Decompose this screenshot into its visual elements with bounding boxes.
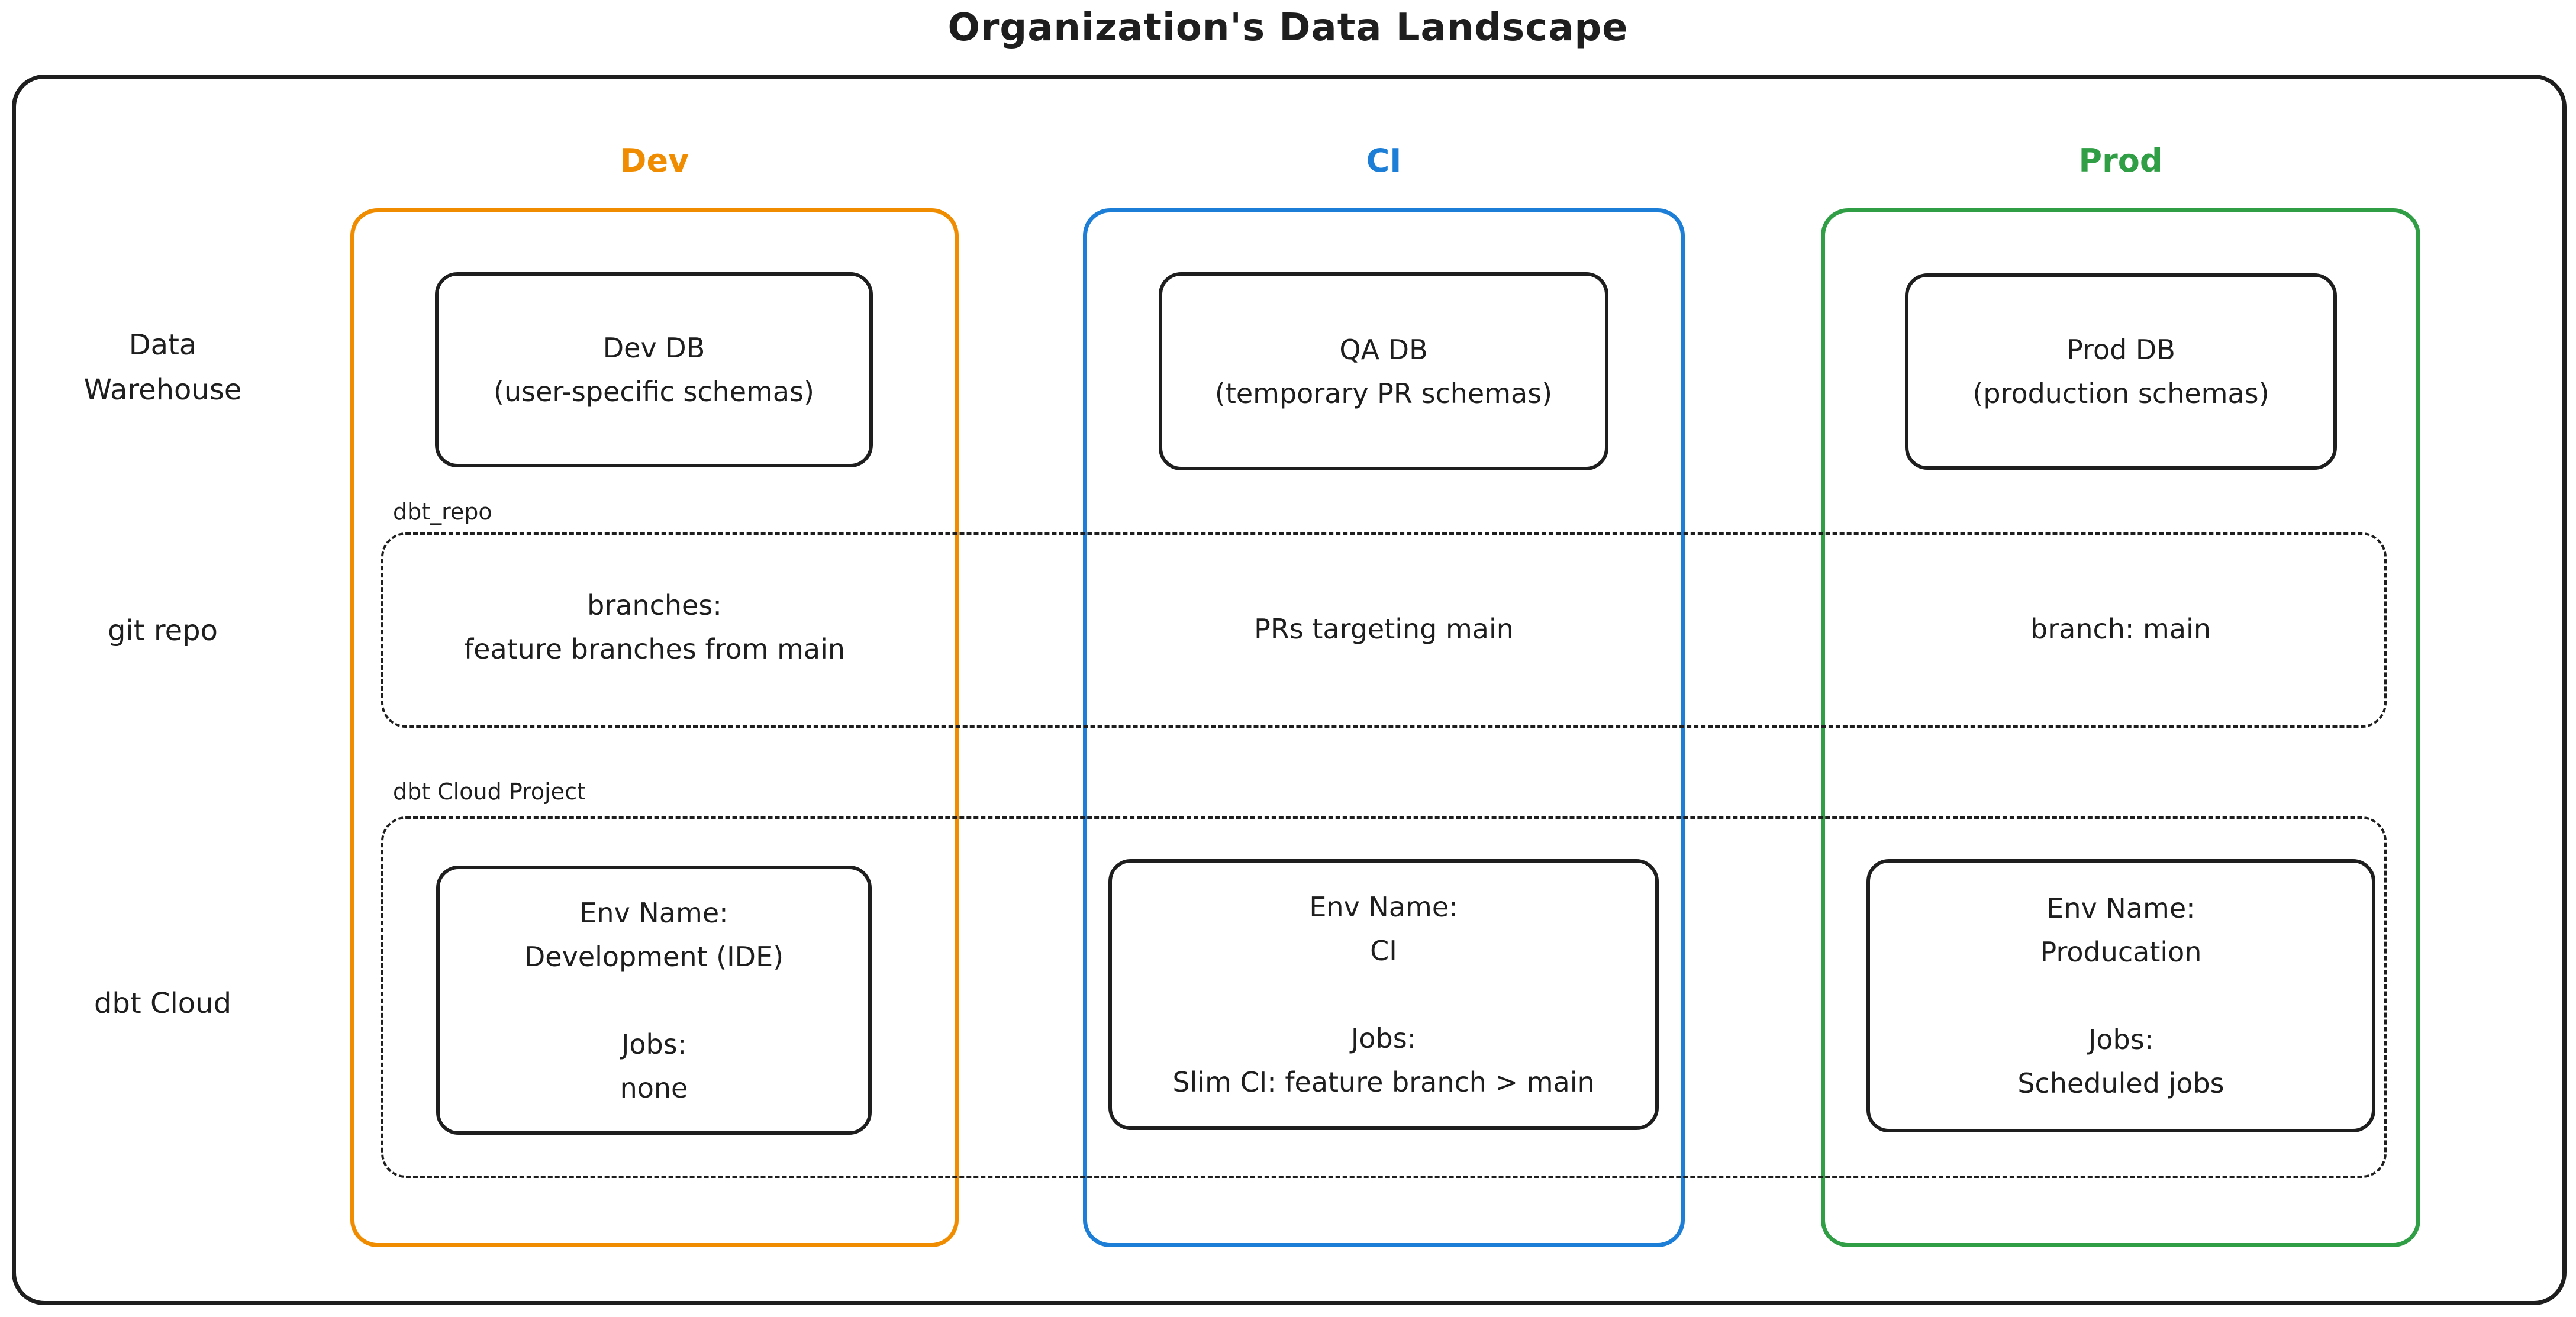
prod-env-value: Producation (2040, 936, 2202, 968)
row-label-git-repo: git repo (36, 608, 290, 653)
dev-db-box: Dev DB (user-specific schemas) (435, 272, 873, 467)
row-label-data-warehouse: Data Warehouse (36, 322, 290, 412)
qa-db-title: QA DB (1339, 333, 1428, 366)
prod-dbt-env-box: Env Name: Producation Jobs: Scheduled jo… (1866, 859, 2375, 1132)
prod-git-text: branch: main (1821, 607, 2420, 651)
ci-env-label: Env Name: (1309, 891, 1458, 923)
prod-git-line1: branch: main (2030, 613, 2211, 645)
dev-jobs-label: Jobs: (621, 1028, 687, 1060)
qa-db-subtitle: (temporary PR schemas) (1214, 377, 1553, 409)
dev-dbt-env-box: Env Name: Development (IDE) Jobs: none (436, 866, 872, 1135)
row-label-git-repo-line1: git repo (108, 614, 218, 647)
ci-jobs-label: Jobs: (1350, 1022, 1417, 1054)
prod-db-title: Prod DB (2066, 334, 2175, 366)
dev-git-line1: branches: (587, 589, 722, 621)
band-dbt-repo (381, 532, 2387, 728)
column-header-ci: CI (1366, 142, 1402, 179)
dev-git-text: branches: feature branches from main (350, 583, 959, 671)
dev-env-label: Env Name: (579, 896, 728, 929)
dev-env-value: Development (IDE) (524, 940, 784, 973)
qa-db-box: QA DB (temporary PR schemas) (1159, 272, 1608, 470)
column-frame-prod (1821, 208, 2420, 1247)
band-label-dbt-cloud-project: dbt Cloud Project (393, 779, 586, 805)
dev-db-title: Dev DB (602, 332, 705, 364)
column-header-dev: Dev (620, 142, 689, 179)
prod-jobs-value: Scheduled jobs (2017, 1067, 2224, 1099)
diagram-title: Organization's Data Landscape (947, 6, 1629, 50)
column-header-prod: Prod (2078, 142, 2163, 179)
prod-env-label: Env Name: (2046, 892, 2195, 924)
ci-git-line1: PRs targeting main (1254, 613, 1514, 645)
prod-jobs-label: Jobs: (2088, 1024, 2154, 1055)
column-frame-dev (350, 208, 959, 1247)
ci-dbt-env-box: Env Name: CI Jobs: Slim CI: feature bran… (1108, 859, 1659, 1130)
band-dbt-cloud-project (381, 816, 2387, 1178)
row-label-data-warehouse-line2: Warehouse (83, 373, 242, 406)
prod-db-subtitle: (production schemas) (1972, 377, 2269, 409)
row-label-dbt-cloud-line1: dbt Cloud (94, 987, 232, 1020)
band-label-dbt-repo: dbt_repo (393, 499, 492, 525)
ci-env-value: CI (1370, 935, 1397, 967)
prod-db-box: Prod DB (production schemas) (1905, 273, 2337, 470)
ci-jobs-value: Slim CI: feature branch > main (1172, 1066, 1595, 1098)
dev-git-line2: feature branches from main (463, 633, 846, 665)
row-label-data-warehouse-line1: Data (128, 328, 197, 361)
dev-jobs-value: none (620, 1071, 688, 1104)
outer-frame (12, 75, 2567, 1305)
column-frame-ci (1083, 208, 1685, 1247)
row-label-dbt-cloud: dbt Cloud (36, 981, 290, 1026)
ci-git-text: PRs targeting main (1083, 607, 1685, 651)
dev-db-subtitle: (user-specific schemas) (494, 376, 814, 408)
